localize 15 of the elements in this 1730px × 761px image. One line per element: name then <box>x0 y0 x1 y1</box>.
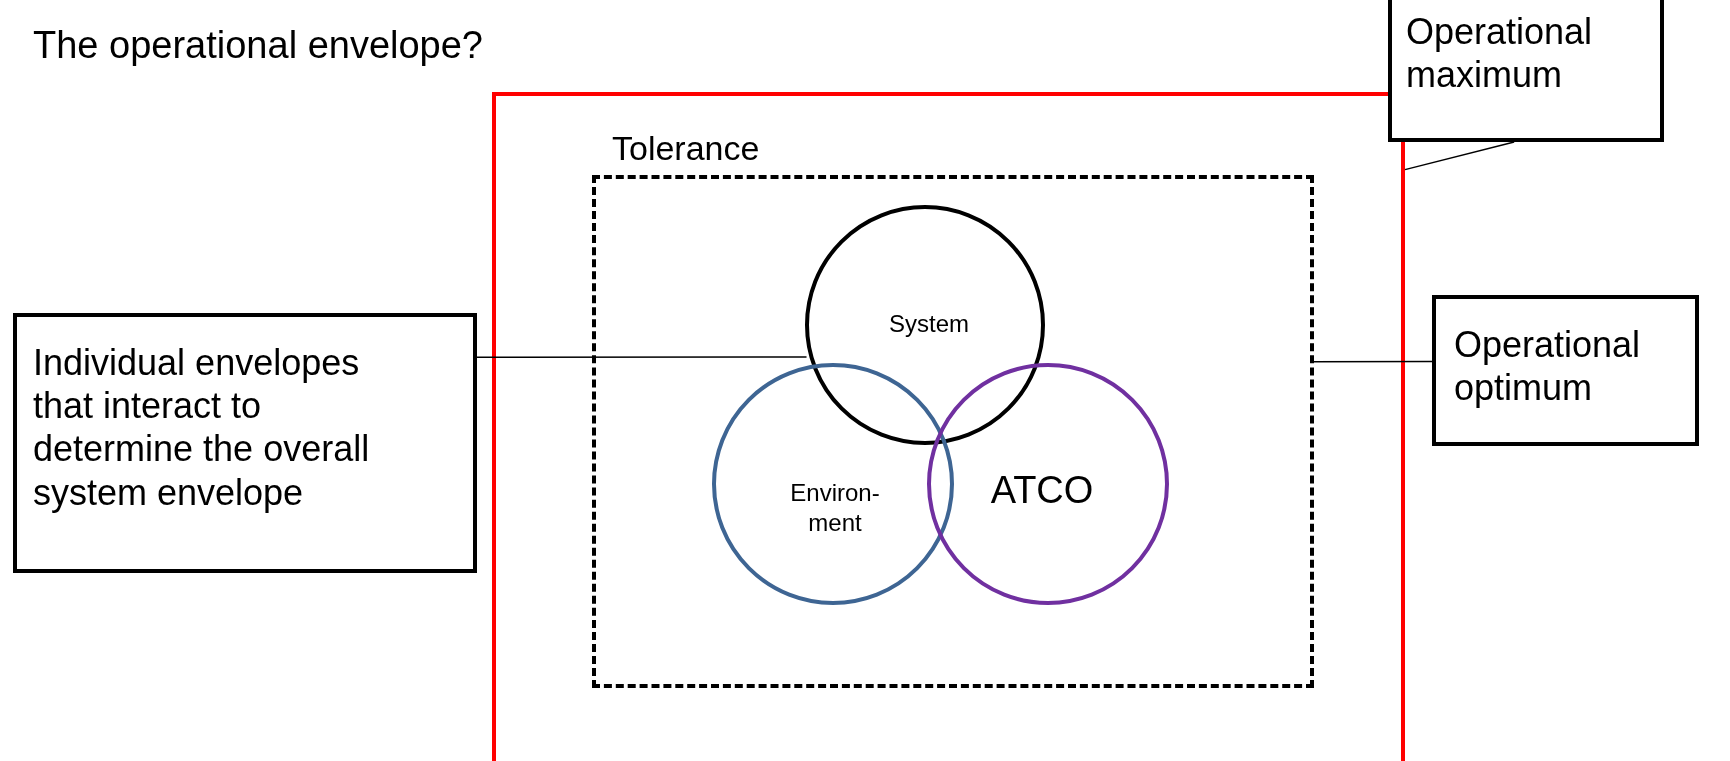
callout-box: Individual envelopes that interact to determine the overall system envelope <box>13 313 477 573</box>
callout-box: Operational maximum <box>1388 0 1664 142</box>
boundary-label: Tolerance <box>612 129 760 168</box>
envelope-circle <box>927 363 1169 605</box>
circle-label: System <box>888 309 970 339</box>
envelope-circle <box>712 363 954 605</box>
operational-boundary <box>492 92 1405 761</box>
title: The operational envelope? <box>33 24 483 67</box>
circle-label: ATCO <box>989 468 1095 514</box>
leader-line <box>1309 360 1433 363</box>
envelope-circle <box>805 205 1045 445</box>
callout-box: Operational optimum <box>1432 295 1699 446</box>
leader-line <box>1404 141 1515 171</box>
circle-label: Environ-ment <box>789 478 881 538</box>
leader-line <box>476 356 808 358</box>
